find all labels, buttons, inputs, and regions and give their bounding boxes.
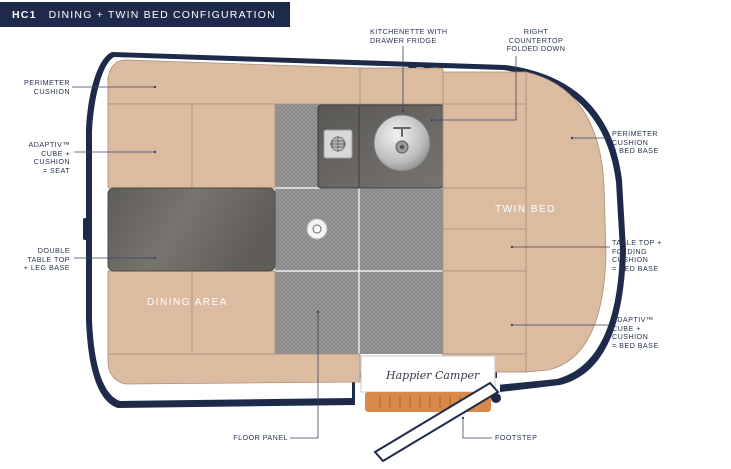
sink-icon xyxy=(373,114,431,172)
roof-vents xyxy=(408,63,447,68)
title-banner: HC1 DINING + TWIN BED CONFIGURATION xyxy=(0,2,290,27)
door-panel xyxy=(360,355,496,393)
model-code: HC1 xyxy=(12,8,37,21)
perimeter-cushion-top-left xyxy=(107,59,361,105)
table-top-folding-cushion xyxy=(442,187,527,272)
bed-cube-cushion xyxy=(442,270,527,355)
right-countertop-folded xyxy=(442,71,527,189)
door-swing xyxy=(373,381,500,463)
twin-bed-label: TWIN BED xyxy=(495,204,556,215)
brand-logo-text: Happier Camper xyxy=(386,369,480,382)
double-table-top xyxy=(107,187,276,272)
door-hinge xyxy=(491,393,501,403)
label-floor-panel: FLOOR PANEL xyxy=(233,433,288,442)
perimeter-cushion-bottom-left xyxy=(107,353,361,385)
label-footstep: FOOTSTEP xyxy=(495,433,538,442)
seat-cube-1 xyxy=(107,103,193,189)
label-table-top-folding: TABLE TOP +FOLDING CUSHION= BED BASE xyxy=(612,238,662,273)
leader-lines xyxy=(72,46,610,439)
table-leg-base xyxy=(306,218,328,240)
left-side-latch xyxy=(83,218,89,240)
seat-cube-2 xyxy=(191,103,276,189)
dining-area-label: DINING AREA xyxy=(147,297,228,308)
perimeter-cushion-right xyxy=(525,71,607,373)
dining-lower-cushion xyxy=(107,270,276,355)
stove-icon xyxy=(323,129,353,159)
configuration-title: DINING + TWIN BED CONFIGURATION xyxy=(48,8,276,21)
kitchenette-cushion-top xyxy=(359,67,444,105)
